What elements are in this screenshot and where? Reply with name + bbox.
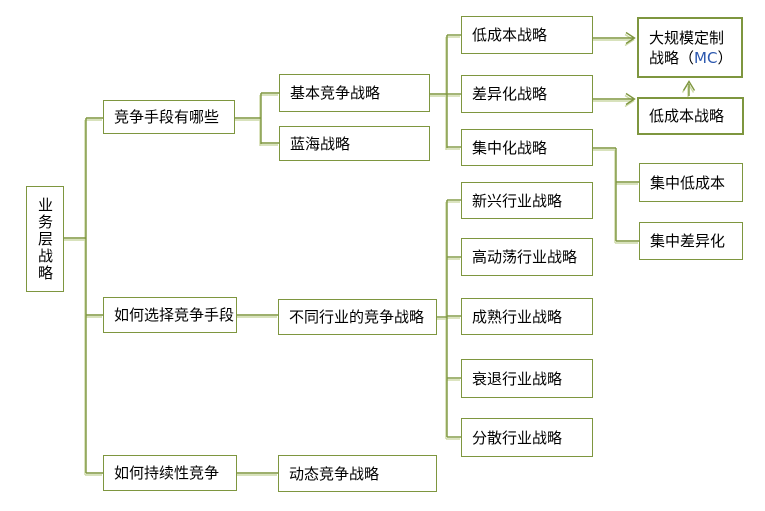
node-root[interactable]: 业务层战略 (26, 186, 64, 292)
node-focus-differentiation-label: 集中差异化 (650, 232, 726, 250)
node-differentiation-label: 差异化战略 (472, 85, 548, 103)
node-basic-label: 基本竞争战略 (290, 84, 381, 102)
node-industry-strategies[interactable]: 不同行业的竞争战略 (278, 299, 437, 335)
node-mass-customization[interactable]: 大规模定制 战略（MC） (637, 17, 743, 78)
elbow-connectors (64, 34, 639, 474)
node-low-cost-strategy[interactable]: 低成本战略 (461, 16, 593, 54)
node-emerging-label: 新兴行业战略 (472, 191, 563, 210)
node-focus-low-cost[interactable]: 集中低成本 (639, 163, 743, 202)
mc-line1-text: 大规模定制 (649, 28, 725, 47)
node-blue-ocean-label: 蓝海战略 (290, 134, 351, 153)
mc-line2-suffix: ） (717, 48, 733, 67)
node-focus-label: 集中化战略 (472, 138, 548, 157)
arrow-differentiation-to-low-cost (593, 92, 636, 106)
node-competition-means[interactable]: 竞争手段有哪些 (103, 100, 235, 134)
node-how-to-choose[interactable]: 如何选择竞争手段 (103, 297, 237, 333)
node-focus-strategy[interactable]: 集中化战略 (461, 129, 593, 166)
node-turbulent-label: 高动荡行业战略 (472, 248, 578, 266)
node-how-to-choose-label: 如何选择竞争手段 (114, 306, 235, 324)
node-industry-label: 不同行业的竞争战略 (289, 308, 425, 326)
node-basic-competitive-strategy[interactable]: 基本竞争战略 (279, 74, 430, 112)
node-blue-ocean-strategy[interactable]: 蓝海战略 (279, 126, 430, 161)
node-low-cost-strategy-2[interactable]: 低成本战略 (637, 97, 744, 135)
arrow-low-cost-up-to-mc (682, 80, 696, 96)
node-low-cost-2-label: 低成本战略 (649, 107, 725, 125)
node-mature-label: 成熟行业战略 (472, 307, 563, 326)
node-low-cost-label: 低成本战略 (472, 26, 548, 44)
node-competition-means-label: 竞争手段有哪些 (114, 108, 220, 126)
node-fragmented-label: 分散行业战略 (472, 428, 563, 447)
mc-line2-prefix: 战略（ (649, 48, 695, 67)
node-how-to-sustain[interactable]: 如何持续性竞争 (103, 455, 237, 491)
node-focus-differentiation[interactable]: 集中差异化 (639, 222, 743, 260)
node-declining-industry[interactable]: 衰退行业战略 (461, 359, 593, 398)
node-emerging-industry[interactable]: 新兴行业战略 (461, 182, 593, 219)
node-high-turbulence-industry[interactable]: 高动荡行业战略 (461, 238, 593, 276)
mc-line2: 战略（MC） (649, 48, 732, 68)
mc-abbreviation: MC (694, 48, 718, 67)
node-declining-label: 衰退行业战略 (472, 369, 563, 388)
node-dynamic-label: 动态竞争战略 (289, 464, 380, 483)
node-fragmented-industry[interactable]: 分散行业战略 (461, 418, 593, 457)
node-differentiation-strategy[interactable]: 差异化战略 (461, 75, 593, 113)
node-how-to-sustain-label: 如何持续性竞争 (114, 464, 220, 482)
mc-line1: 大规模定制 (649, 28, 724, 48)
arrow-low-cost-to-mc (593, 31, 636, 45)
node-mature-industry[interactable]: 成熟行业战略 (461, 298, 593, 335)
node-dynamic-competition[interactable]: 动态竞争战略 (278, 455, 437, 492)
node-focus-low-cost-label: 集中低成本 (650, 173, 726, 192)
node-root-label: 业务层战略 (36, 196, 54, 282)
